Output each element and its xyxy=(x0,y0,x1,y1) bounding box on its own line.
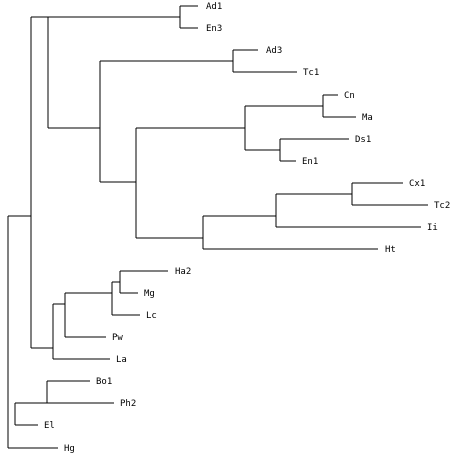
leaf-label-mg: Mg xyxy=(144,289,155,299)
leaf-label-ph2: Ph2 xyxy=(120,399,136,409)
leaf-label-en3: En3 xyxy=(206,24,222,34)
leaf-label-pw: Pw xyxy=(112,333,123,343)
leaf-label-cn: Cn xyxy=(344,91,355,101)
leaf-label-ii: Ii xyxy=(427,223,438,233)
leaf-label-tc2: Tc2 xyxy=(434,201,450,211)
leaf-label-ad1: Ad1 xyxy=(206,2,222,12)
tree-branches xyxy=(7,5,428,449)
leaf-label-lc: Lc xyxy=(146,311,157,321)
leaf-label-el: El xyxy=(44,421,55,431)
leaf-label-tc1: Tc1 xyxy=(303,68,319,78)
leaf-label-hg: Hg xyxy=(64,444,75,454)
leaf-label-cx1: Cx1 xyxy=(409,179,425,189)
leaf-label-bo1: Bo1 xyxy=(96,377,112,387)
leaf-label-ma: Ma xyxy=(362,113,373,123)
leaf-labels: Ad1 En3 Ad3 Tc1 Cn Ma Ds1 En1 Cx1 Tc2 Ii… xyxy=(44,2,450,454)
leaf-label-ht: Ht xyxy=(385,245,396,255)
leaf-label-en1: En1 xyxy=(302,157,318,167)
leaf-label-la: La xyxy=(116,355,127,365)
leaf-label-ds1: Ds1 xyxy=(355,135,371,145)
leaf-label-ad3: Ad3 xyxy=(266,46,282,56)
leaf-label-ha2: Ha2 xyxy=(175,267,191,277)
